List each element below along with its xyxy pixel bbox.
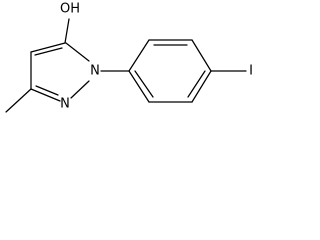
bond-ar-4	[191, 70, 212, 103]
bond-ar-1	[128, 39, 150, 72]
n2-label: N	[60, 97, 70, 112]
bond-ar-3	[191, 39, 212, 72]
bond-c5-c4	[30, 42, 66, 53]
n1-label: N	[90, 64, 100, 79]
bond-ar-4-inner	[187, 70, 206, 98]
pyrazole-ring	[30, 42, 90, 102]
bond-n2-n1	[70, 80, 90, 99]
iodine-label: I	[249, 64, 253, 79]
hydroxyl-label: OH	[60, 2, 80, 17]
chemical-structure: OH N N I	[5, 2, 253, 113]
substituent-bonds	[5, 18, 130, 113]
bond-c5-c4-inner	[34, 47, 63, 56]
bond-ar-6	[128, 70, 150, 103]
bond-ar-6-inner	[134, 70, 154, 98]
bond-n1-c5	[65, 42, 90, 62]
phenyl-ring	[128, 39, 247, 103]
bond-c3-n2-inner	[35, 85, 59, 96]
bond-c3-n2	[30, 88, 61, 102]
bond-c3-methyl	[5, 88, 32, 113]
atom-labels: OH N N I	[60, 2, 253, 112]
bond-c5-oh	[64, 18, 70, 44]
